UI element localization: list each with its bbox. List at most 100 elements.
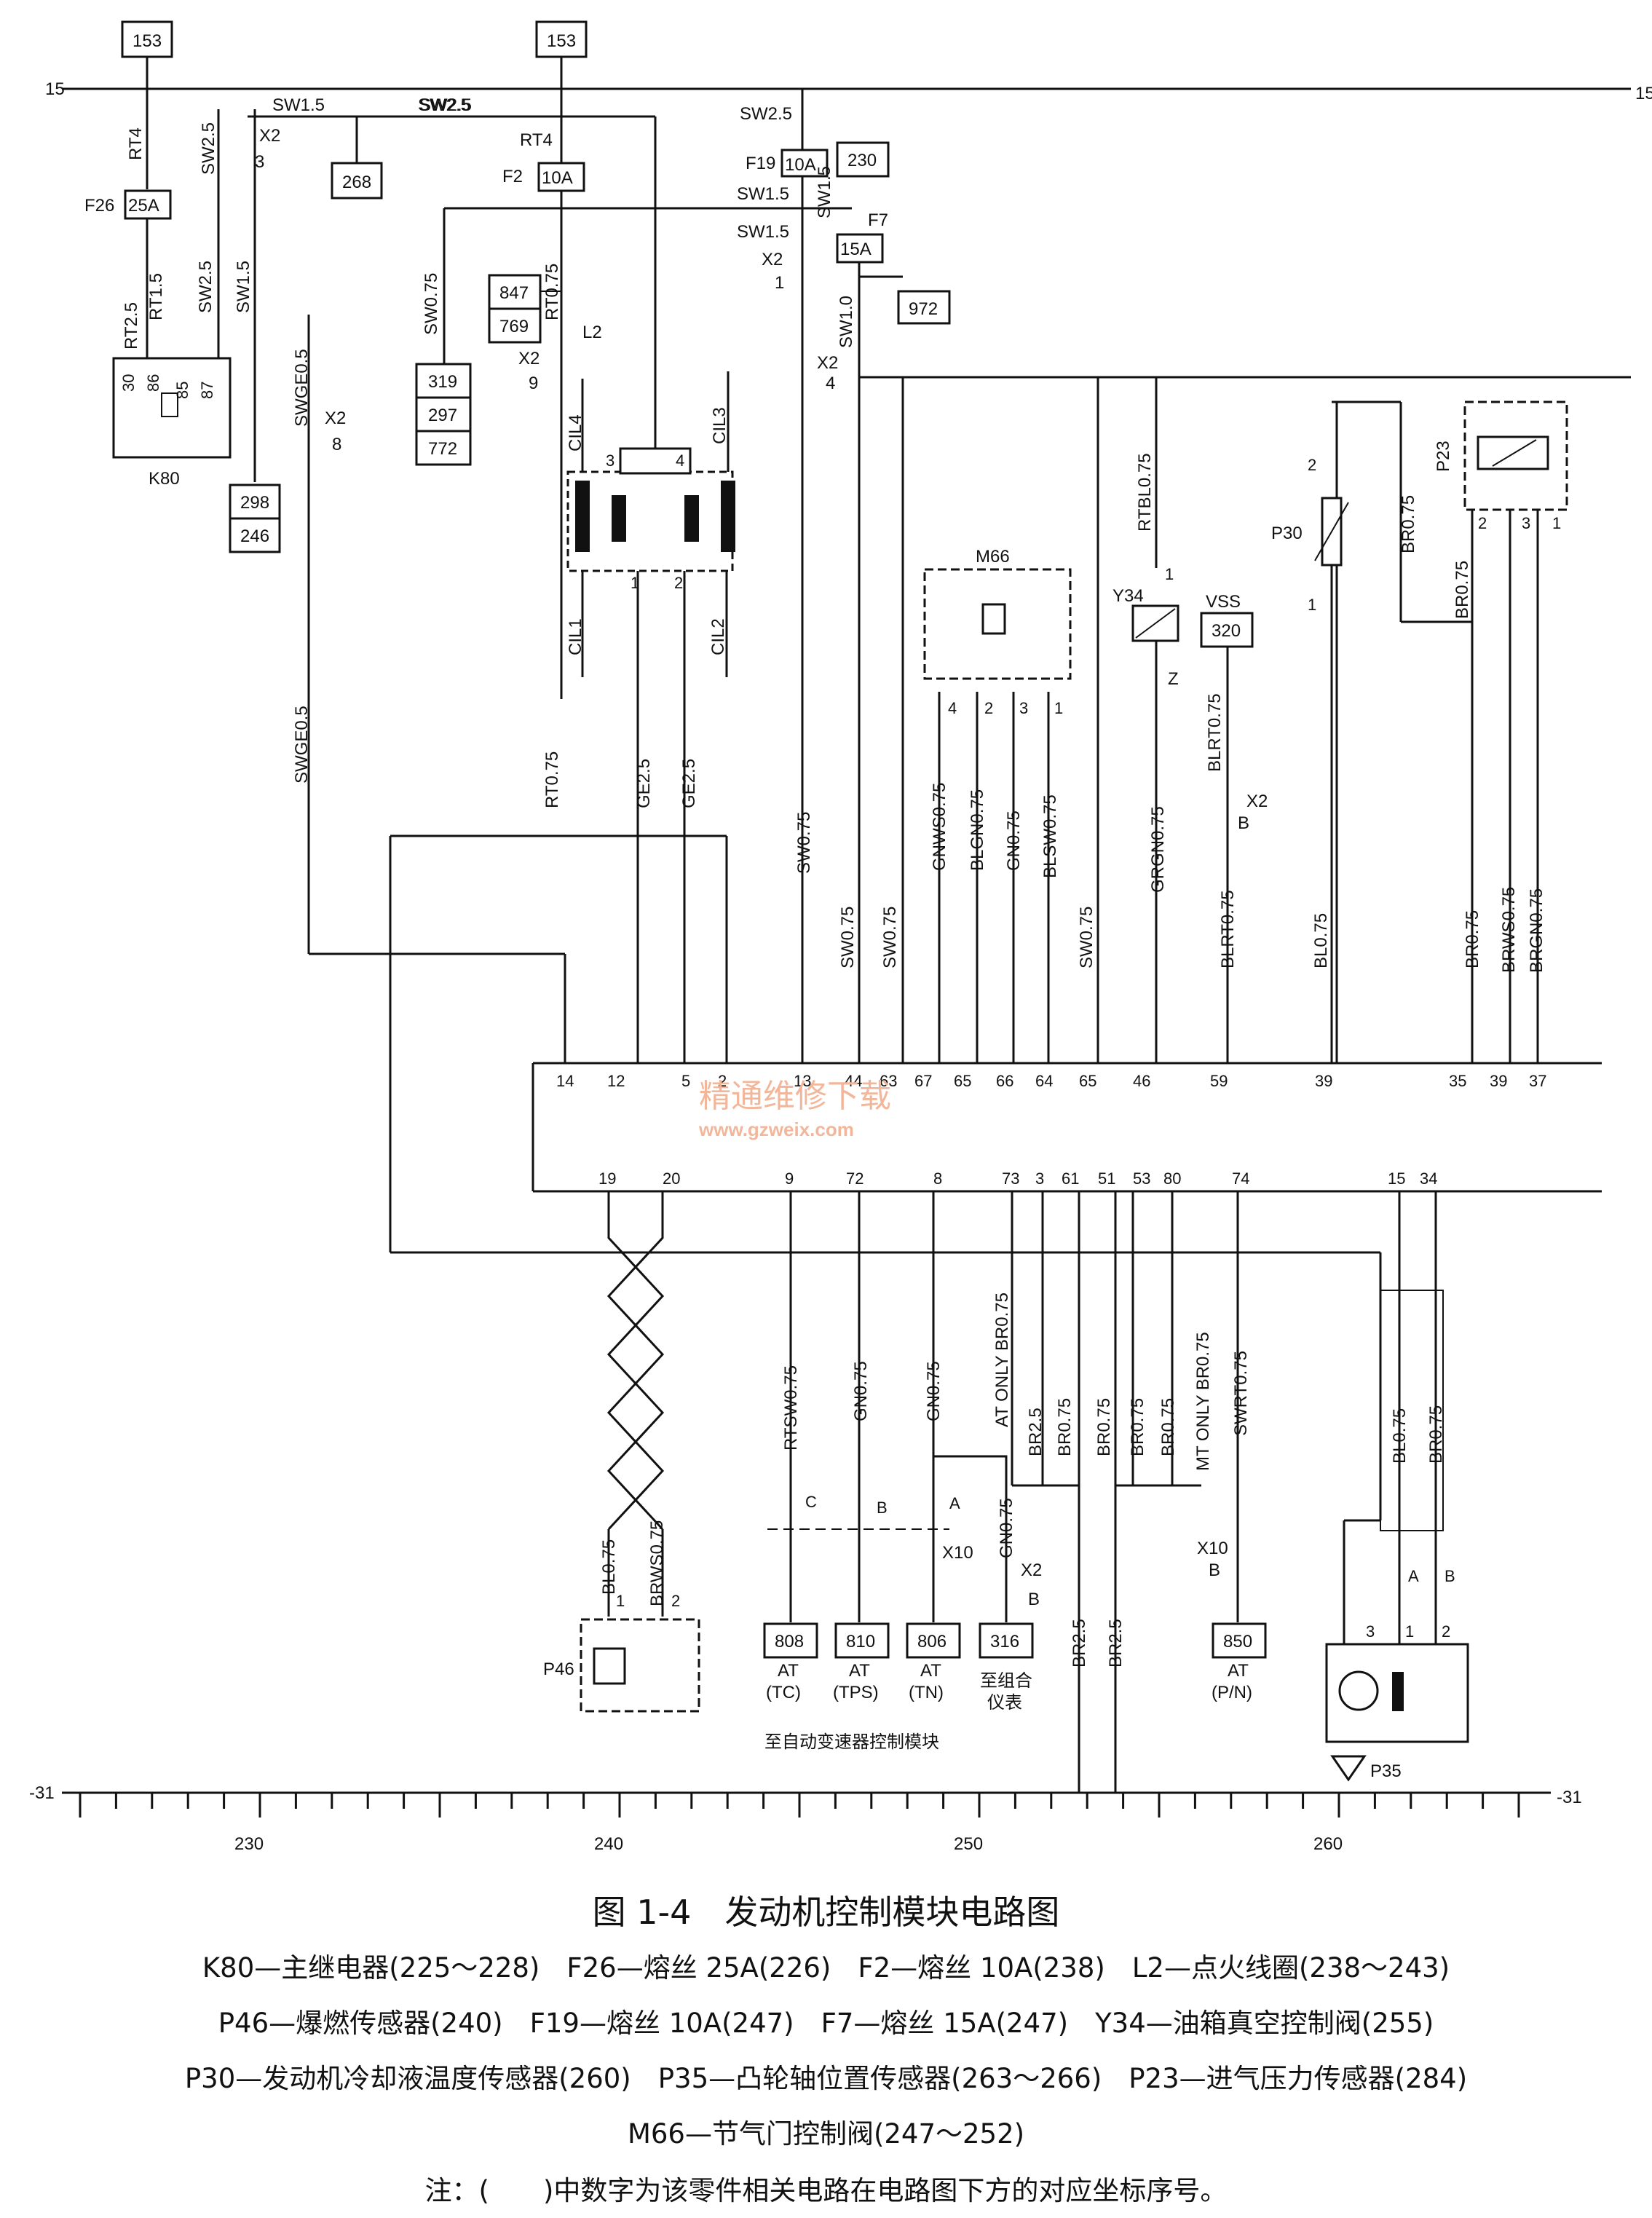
- valve-m66-pin-4: 4: [948, 699, 957, 717]
- ecm-pin: 13: [794, 1072, 811, 1090]
- ecm-pin: 59: [1210, 1072, 1228, 1090]
- conn-x2-1-pin: 1: [775, 273, 784, 293]
- sensor-p30-symbol: [1314, 502, 1349, 561]
- ref-box-769-label: 769: [499, 317, 529, 336]
- conn-x2-9-pin: 9: [529, 374, 538, 393]
- coil-l2-winding-4: [721, 481, 735, 552]
- sensor-p23-element: [1477, 435, 1549, 470]
- ecm-upper-pins: 14 12 5 2 13 44 63 67 65 66 64 65 46 59 …: [556, 1072, 1546, 1090]
- scale-240: 240: [594, 1834, 623, 1854]
- wire-brws-p46-label: BRWS0.75: [647, 1520, 667, 1606]
- sensor-p46-name: P46: [543, 1659, 574, 1679]
- sensor-p30-name: P30: [1271, 524, 1303, 543]
- relay-k80-pin-30: 30: [119, 374, 138, 392]
- ecm-pin: 51: [1098, 1169, 1115, 1188]
- ecm-pin: 20: [663, 1169, 680, 1188]
- wire-gnws-label: GNWS0.75: [930, 783, 949, 871]
- sensor-p35-name: P35: [1370, 1761, 1402, 1781]
- ref-box-230: [836, 141, 890, 178]
- wire-br075-61-label: BR0.75: [1055, 1398, 1075, 1456]
- wire-br25-ground-a-label: BR2.5: [1070, 1619, 1089, 1668]
- valve-m66-pin-1: 1: [1054, 699, 1063, 717]
- coil-l2-pack: [619, 447, 692, 475]
- wire-sw075-44-label: SW0.75: [838, 907, 858, 968]
- conn-x10-850-name: X10: [1197, 1539, 1228, 1558]
- wire-br25-ground-b-label: BR2.5: [1106, 1619, 1126, 1668]
- fuse-f7-name: F7: [868, 210, 888, 230]
- ecm-pin: 15: [1388, 1169, 1405, 1188]
- sensor-p23-pin-1: 1: [1552, 514, 1561, 532]
- wire-cil3-label: CIL3: [710, 407, 730, 444]
- ref-box-808-label: 808: [775, 1632, 804, 1651]
- sensor-p23-name: P23: [1434, 441, 1453, 472]
- wire-br075-35-label: BR0.75: [1463, 910, 1482, 968]
- conn-x2-316-pin: B: [1028, 1590, 1040, 1609]
- sensor-p35-pin-2: 2: [1442, 1622, 1450, 1641]
- ecm-pin: 14: [556, 1072, 574, 1090]
- ref-box-772: [415, 430, 472, 466]
- wire-sw075-319-label: SW0.75: [422, 273, 441, 335]
- ref-box-268: [331, 162, 383, 200]
- valve-m66-name: M66: [976, 547, 1010, 567]
- scale-260: 260: [1313, 1834, 1343, 1854]
- ecm-circuit-diagram: 15 15 -31 -31 230 240 250 260 153 RT4 15…: [29, 20, 1652, 1854]
- sensor-p35-hall: [1338, 1670, 1379, 1711]
- dest-at-tc-2: (TC): [766, 1683, 801, 1702]
- dest-at-pn-2: (P/N): [1212, 1683, 1252, 1702]
- dest-at-tc-1: AT: [778, 1661, 799, 1681]
- fuse-f26-rating: 25A: [128, 196, 159, 216]
- wire-bl075-p46-label: BL0.75: [599, 1539, 619, 1595]
- ecm-pin: 34: [1420, 1169, 1437, 1188]
- p35-conn-b: B: [1444, 1567, 1455, 1585]
- sensor-p30-pin-1: 1: [1308, 596, 1316, 614]
- ref-box-320-label: 320: [1212, 621, 1241, 641]
- wire-knock-twisted-pair: [606, 1191, 665, 1531]
- sensor-p46-element: [593, 1647, 626, 1685]
- valve-m66-pin-3: 3: [1019, 699, 1028, 717]
- wire-sw075-13-label: SW0.75: [794, 812, 814, 874]
- watermark-cn: 精通维修下载: [699, 1078, 891, 1115]
- ecm-pin: 35: [1449, 1072, 1466, 1090]
- dest-at-tn-2: (TN): [909, 1683, 944, 1702]
- valve-m66-coil: [981, 603, 1006, 635]
- ecm-pin: 2: [718, 1072, 727, 1090]
- wire-sw25-top-label: SW2.5: [199, 122, 218, 175]
- sensor-p46: [580, 1618, 700, 1713]
- figure-note: 注：( )中数字为该零件相关电路在电路图下方的对应坐标序号。: [424, 2175, 1228, 2206]
- wire-bl075-p30-label: BL0.75: [1311, 913, 1331, 968]
- wire-cil2-label: CIL2: [708, 618, 728, 655]
- wire-rtsw-label: RTSW0.75: [781, 1365, 801, 1451]
- ecm-pin: 64: [1035, 1072, 1053, 1090]
- fuse-f19-name: F19: [746, 154, 775, 173]
- coil-l2-pin-4: 4: [676, 451, 684, 470]
- wire-mt-only-label: MT ONLY BR0.75: [1193, 1332, 1213, 1471]
- wire-gn075-m66-label: GN0.75: [1004, 810, 1024, 871]
- wire-br075-80-label: BR0.75: [1158, 1398, 1178, 1456]
- valve-y34-pin-1: 1: [1165, 565, 1174, 583]
- relay-k80: [112, 357, 232, 459]
- rail-15-label-left: 15: [45, 79, 65, 99]
- wire-br075-51-label: BR0.75: [1094, 1398, 1114, 1456]
- conn-x2-8-name: X2: [325, 409, 346, 428]
- rail-31-label-right: -31: [1557, 1788, 1582, 1807]
- wire-sw15-k80-label: SW1.5: [234, 261, 253, 313]
- ecm-pin: 8: [933, 1169, 942, 1188]
- fuse-f7-rating: 15A: [840, 240, 872, 259]
- ref-box-972: [897, 290, 951, 325]
- wire-sw10-label: SW1.0: [837, 296, 856, 348]
- ecm-pin: 46: [1133, 1072, 1150, 1090]
- wire-rt15-label: RT1.5: [146, 273, 166, 320]
- sensor-p35-coil: [1392, 1672, 1404, 1711]
- fuse-f2-name: F2: [502, 167, 523, 186]
- wire-ge25-b-label: GE2.5: [679, 759, 699, 808]
- ecm-pin: 74: [1232, 1169, 1249, 1188]
- wire-rt4-mid-label: RT4: [520, 130, 553, 150]
- ref-box-153-mid: [535, 20, 588, 58]
- fuse-f19: [780, 149, 829, 178]
- wire-bl075-p35-label: BL0.75: [1390, 1408, 1410, 1464]
- ecm-pin: 80: [1163, 1169, 1181, 1188]
- ref-box-297: [415, 396, 472, 433]
- coordinate-ruler: [79, 1793, 1520, 1818]
- conn-x2-8-pin: 8: [332, 435, 341, 454]
- coil-l2: [566, 470, 734, 572]
